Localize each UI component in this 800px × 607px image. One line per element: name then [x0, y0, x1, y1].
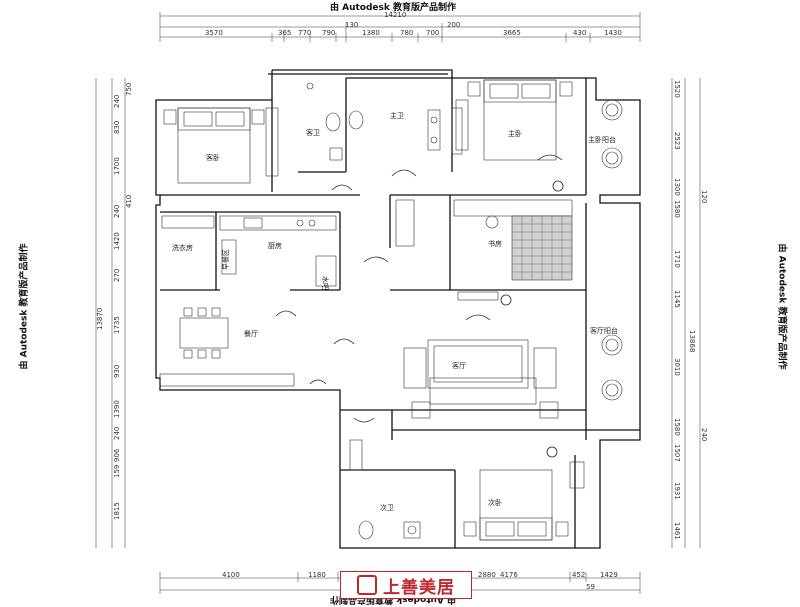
dim-top-3570: 3570: [205, 29, 223, 37]
dim-right-120: 120: [700, 190, 708, 203]
dim-top-200: 200: [447, 21, 460, 29]
decor-markers: [275, 154, 564, 458]
master-bed: 主卧: [455, 79, 573, 161]
dim-bottom-1429: 1429: [600, 571, 618, 579]
dim-bottom-4176: 4176: [500, 571, 518, 579]
dim-right-1507: 1507: [673, 444, 681, 462]
dim-right-1580a: 1580: [673, 200, 681, 218]
room-label-kitchen: 厨房: [268, 241, 282, 250]
dim-top-430: 430: [573, 29, 586, 37]
room-label-water-bar: 水吧: [321, 276, 330, 290]
dim-left-270: 270: [113, 269, 121, 282]
second-bed: 次卧: [463, 461, 585, 541]
interior-walls: [160, 77, 640, 548]
kitchen-area: 洗衣房 早餐区 厨房 水吧: [161, 215, 337, 290]
room-label-laundry: 洗衣房: [172, 243, 193, 252]
dim-left-240a: 240: [113, 95, 121, 108]
dim-right-3010: 3010: [673, 358, 681, 376]
dim-bottom-452: 452: [572, 571, 585, 579]
dim-right-1580b: 1580: [673, 418, 681, 436]
room-label-second-bath: 次卫: [380, 503, 394, 512]
dim-bottom-59: 59: [586, 583, 595, 591]
dim-top-1380: 1380: [362, 29, 380, 37]
right-dimension-lines: 13868 120 240 1520 2523 1300 1580 1710 1…: [671, 78, 708, 548]
dim-right-1520: 1520: [673, 80, 681, 98]
dim-left-930: 930: [113, 365, 121, 378]
dim-bottom-4100: 4100: [222, 571, 240, 579]
dim-top-1430: 1430: [604, 29, 622, 37]
logo-mark-icon: [357, 575, 377, 595]
dim-right-1300: 1300: [673, 178, 681, 196]
second-bathroom: 次卫: [349, 439, 421, 540]
room-label-living: 客厅: [452, 361, 466, 370]
dim-top-780: 780: [400, 29, 413, 37]
dim-left-1700: 1700: [113, 157, 121, 175]
room-label-master-bath: 主卫: [390, 111, 404, 120]
dim-left-1420: 1420: [113, 232, 121, 250]
dim-top-3665: 3665: [503, 29, 521, 37]
dim-right-1461: 1461: [673, 522, 681, 540]
master-balcony: 主卧阳台: [588, 99, 623, 169]
guest-bed: 客卧: [163, 107, 279, 184]
dim-right-2523: 2523: [673, 132, 681, 150]
dim-left-410: 410: [125, 195, 133, 208]
brand-logo-text: 上善美居: [383, 577, 455, 598]
dim-top-365: 365: [278, 29, 291, 37]
dim-left-830: 830: [113, 121, 121, 134]
master-bathroom: 主卫: [348, 107, 463, 155]
room-label-guest-bedroom: 客卧: [206, 153, 220, 162]
brand-logo: 上善美居: [340, 571, 472, 599]
guest-bathroom: 客卫: [306, 82, 343, 161]
dim-left-1390: 1390: [113, 400, 121, 418]
dim-bottom-1180: 1180: [308, 571, 326, 579]
dim-right-overall: 13868: [688, 330, 696, 352]
dim-top-700: 700: [426, 29, 439, 37]
dim-left-1735: 1735: [113, 316, 121, 334]
room-label-master-balcony: 主卧阳台: [588, 135, 616, 144]
dim-left-1815: 1815: [113, 502, 121, 520]
dim-top-790: 790: [322, 29, 335, 37]
dim-overall: 14210: [384, 11, 406, 19]
living-area: 客厅: [403, 291, 559, 419]
room-label-master-bedroom: 主卧: [508, 129, 522, 138]
room-label-second-bedroom: 次卧: [488, 498, 502, 507]
dining-area: 餐厅: [159, 307, 295, 387]
study-area: 书房: [395, 199, 573, 281]
room-label-breakfast: 早餐区: [221, 249, 230, 270]
dim-right-1710: 1710: [673, 250, 681, 268]
dim-left-240c: 240: [113, 427, 121, 440]
room-label-dining: 餐厅: [244, 329, 258, 338]
dim-left-750: 750: [125, 83, 133, 96]
dim-right-240: 240: [700, 428, 708, 441]
dim-bottom-2880: 2880: [478, 571, 496, 579]
room-label-guest-bath: 客卫: [306, 128, 320, 137]
dim-left-240b: 240: [113, 205, 121, 218]
exterior-walls: [155, 69, 641, 549]
left-dimension-lines: 13870 240 750 830 1700 240 410 1420 270 …: [95, 78, 133, 548]
room-label-living-balcony: 客厅阳台: [590, 326, 618, 335]
dim-left-159: 159: [113, 465, 121, 478]
dim-left-overall: 13870: [96, 308, 104, 330]
living-balcony: 客厅阳台: [590, 326, 623, 401]
dim-left-906: 906: [113, 448, 121, 462]
dim-top-770: 770: [298, 29, 311, 37]
dim-top-130: 130: [345, 21, 358, 29]
room-label-study: 书房: [488, 239, 502, 248]
dim-right-1145: 1145: [673, 290, 681, 308]
watermark-top: 由 Autodesk 教育版产品制作: [330, 3, 457, 13]
dim-right-1931: 1931: [673, 482, 681, 500]
top-dimension-lines: 14210 130 200 3570 365 770 790 1380 780 …: [159, 11, 641, 42]
